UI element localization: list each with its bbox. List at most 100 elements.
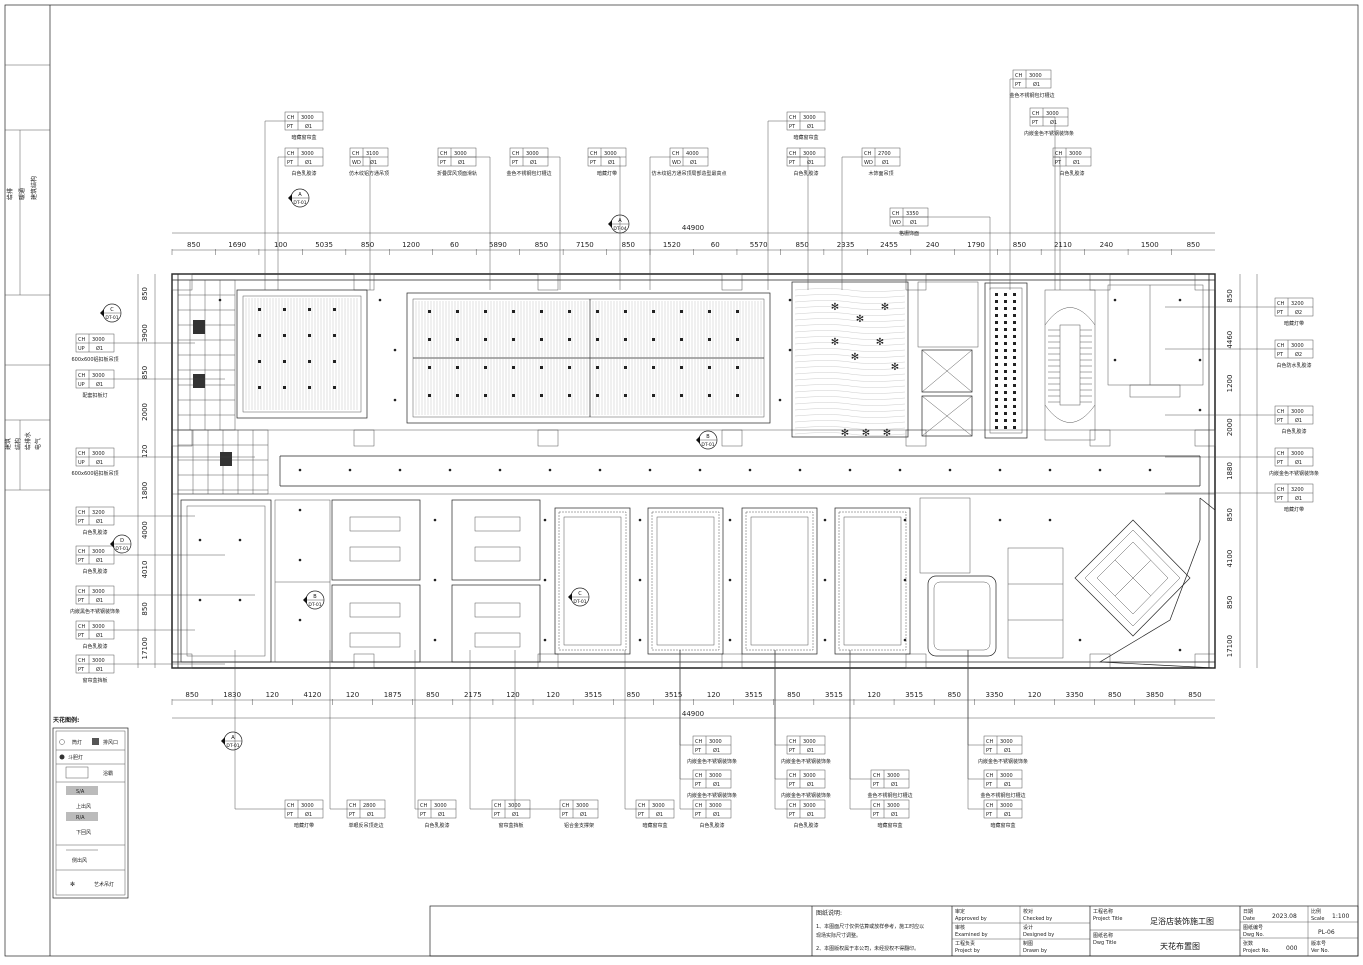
downlight	[433, 638, 437, 642]
callout-code: CH	[78, 549, 85, 555]
scale-en: Scale	[1311, 916, 1324, 922]
legend-item-0: 筒灯	[72, 739, 82, 746]
light-fixture	[680, 366, 683, 369]
callout-material-code: PT	[78, 519, 85, 525]
callout-material-code: PT	[1015, 82, 1022, 88]
dim-left-label: 3900	[141, 324, 149, 342]
callout-material-no: Ø1	[882, 159, 889, 166]
callout-height: 3000	[1069, 151, 1082, 157]
dim-top-label: 100	[274, 241, 287, 249]
dim-right-label: 1200	[1226, 375, 1234, 393]
callout-height: 3000	[454, 151, 467, 157]
callout-material-code: PT	[986, 748, 993, 754]
dim-bottom-label: 1830	[223, 691, 241, 699]
callout-code: CH	[1277, 451, 1284, 457]
stair-well	[1044, 289, 1096, 441]
flower-light-icon: ✻	[831, 337, 839, 348]
section-marker: CDT-01	[100, 303, 122, 323]
light-fixture	[258, 334, 261, 337]
downlight	[903, 578, 907, 582]
downlight	[728, 638, 732, 642]
marker-letter: B	[706, 434, 710, 440]
downlight	[548, 468, 552, 472]
downlight	[1113, 298, 1117, 302]
callout-material-code: WD	[352, 160, 361, 166]
light-fixture	[596, 394, 599, 397]
callout-material-no: Ø1	[713, 747, 720, 754]
dim-bottom-label: 3350	[985, 691, 1003, 699]
callout-material-no: Ø1	[305, 811, 312, 818]
callout-height: 3000	[301, 803, 314, 809]
light-fixture	[736, 310, 739, 313]
callout-height: 3000	[301, 151, 314, 157]
callout-description: 内嵌金色不锈钢装饰条	[1269, 470, 1319, 477]
downlight	[448, 468, 452, 472]
callout-material-no: Ø1	[1033, 81, 1040, 88]
callout-material-code: PT	[873, 812, 880, 818]
callout-material-no: Ø1	[96, 345, 103, 352]
light-fixture	[456, 338, 459, 341]
light-fixture	[333, 308, 336, 311]
legend-item-5: 下回风	[76, 830, 91, 836]
callout-description: 白色乳胶漆	[1281, 428, 1306, 435]
callout-description: 暗藏灯带	[1284, 320, 1304, 327]
callout-description: 白色乳胶漆	[82, 529, 107, 536]
callout-material-code: PT	[420, 812, 427, 818]
callout-description: 仿木纹铝方通吊顶	[349, 170, 389, 177]
callout-description: 窗帘盒挡板	[498, 822, 523, 829]
light-fixture	[680, 394, 683, 397]
callout-material-no: Ø1	[807, 747, 814, 754]
strip-label-2: 暖通	[18, 188, 26, 200]
downlight	[433, 518, 437, 522]
marker-letter: A	[618, 218, 622, 224]
column	[1089, 653, 1111, 669]
light-fixture	[283, 360, 286, 363]
column	[1089, 273, 1111, 291]
strip-label-4: 建筑	[4, 438, 12, 450]
callout-material-no: Ø1	[807, 123, 814, 130]
callout-material-no: Ø1	[96, 666, 103, 673]
dim-right-label: 2000	[1226, 418, 1234, 436]
dim-bottom-label: 120	[546, 691, 559, 699]
title-block: 图纸说明: 1、本图面尺寸仅供估算或放样参考，施工时应以 现场实际尺寸调整。 2…	[429, 905, 1359, 957]
date-en: Date	[1243, 916, 1255, 922]
downlights	[198, 298, 1202, 652]
light-fixture	[428, 394, 431, 397]
callout-material-no: Ø1	[96, 632, 103, 639]
downlight	[898, 468, 902, 472]
legend-title: 天花图例:	[53, 716, 79, 724]
callout-height: 3000	[92, 451, 105, 457]
downlight	[1148, 468, 1152, 472]
callout-code: CH	[512, 151, 519, 157]
light-fixture	[540, 394, 543, 397]
callout-height: 3000	[1000, 773, 1013, 779]
column	[721, 653, 743, 669]
flower-light-icon: ✻	[841, 428, 849, 439]
callout-description: 金色不锈钢包灯槽边	[980, 792, 1025, 799]
downlight	[788, 348, 792, 352]
callout-material-no: Ø1	[608, 159, 615, 166]
projno-cn: 张数	[1243, 940, 1253, 947]
light-fixture	[540, 310, 543, 313]
callout-description: 白色乳胶漆	[793, 822, 818, 829]
callout-code: CH	[78, 658, 85, 664]
callout-material-code: PT	[78, 667, 85, 673]
dim-bottom-label: 120	[346, 691, 359, 699]
callout-height: 3000	[1029, 73, 1042, 79]
dim-top-label: 2110	[1054, 241, 1072, 249]
callout-description: 白色乳胶漆	[424, 822, 449, 829]
designed-cn: 设计	[1023, 924, 1033, 931]
dim-top-label: 1520	[663, 241, 681, 249]
panel-light-icon	[220, 452, 232, 466]
callout-code: CH	[78, 624, 85, 630]
dim-right-label: 4100	[1226, 550, 1234, 568]
